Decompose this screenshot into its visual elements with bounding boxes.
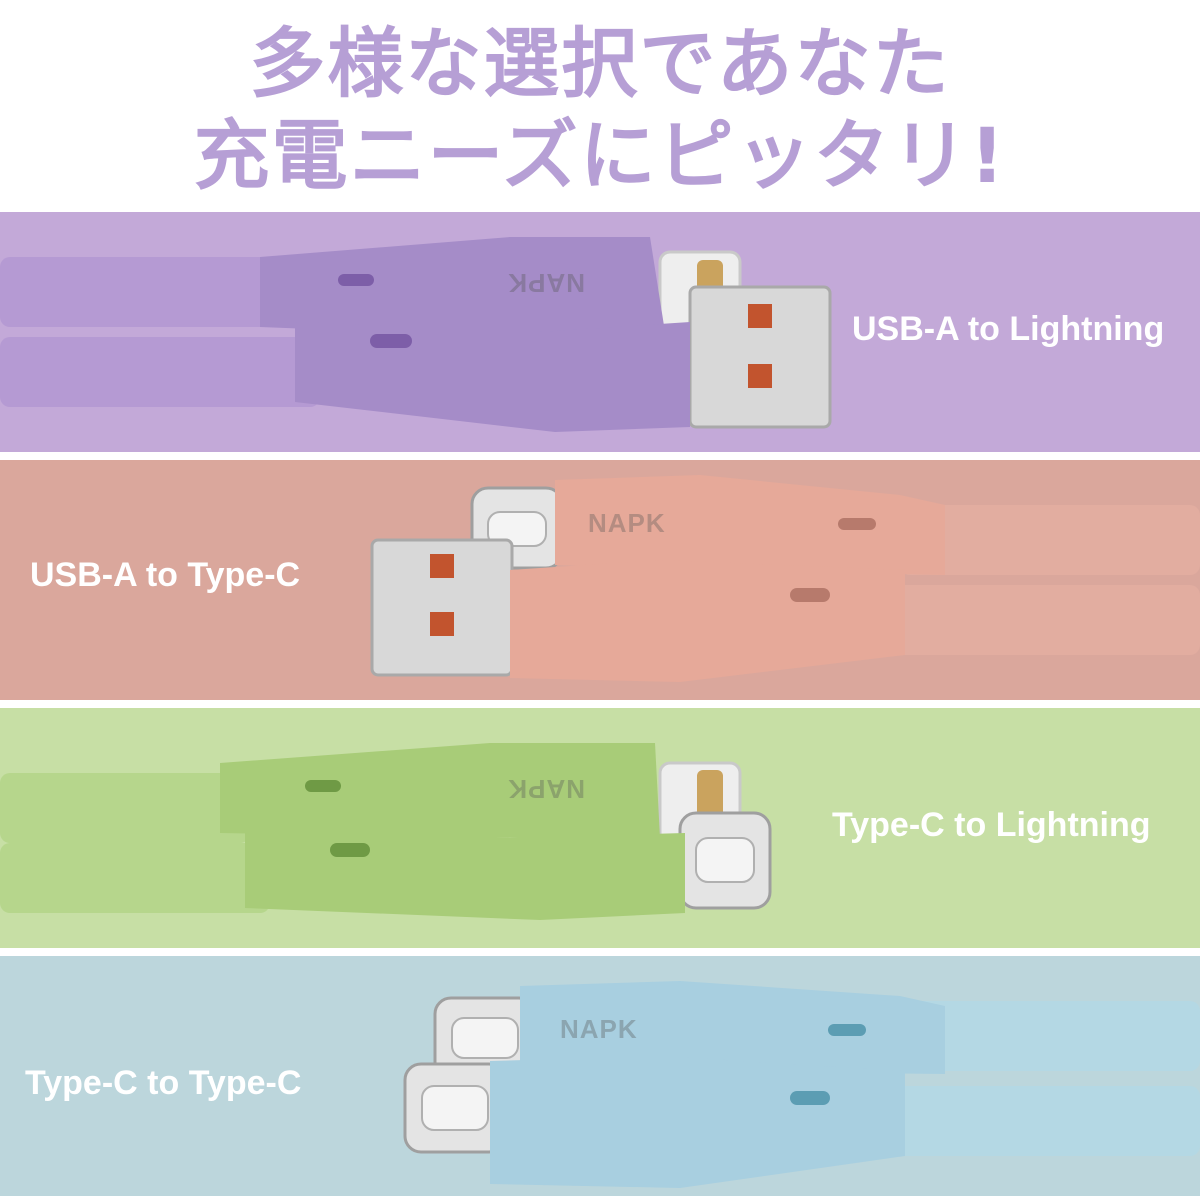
- usb-a-plug-icon: [688, 285, 832, 429]
- usb-a-plug-icon: [370, 538, 514, 677]
- type-c-plug-icon: [678, 811, 772, 910]
- headline: 多様な選択であなた 充電ニーズにピッタリ!: [0, 0, 1200, 210]
- band-label: Type-C to Lightning: [832, 806, 1151, 844]
- band-type-c-to-lightning: NAPK Type-C to Lightning: [0, 708, 1200, 948]
- band-label: USB-A to Type-C: [30, 556, 301, 594]
- cable-illustration-type-c-type-c: NAPK: [403, 981, 1200, 1188]
- type-c-plug-icon: [433, 996, 537, 1080]
- brand-logo: NAPK: [507, 268, 585, 298]
- cable-illustration-usb-a-type-c: NAPK: [370, 475, 1200, 682]
- band-usb-a-to-lightning: NAPK USB-A to Lightning: [0, 212, 1200, 452]
- brand-logo: NAPK: [507, 774, 585, 804]
- band-usb-a-to-type-c: NAPK USB-A to Type-C: [0, 460, 1200, 700]
- headline-line-1: 多様な選択であなた: [249, 19, 951, 108]
- band-label: Type-C to Type-C: [25, 1064, 302, 1102]
- band-label: USB-A to Lightning: [852, 310, 1165, 348]
- band-type-c-to-type-c: NAPK Type-C to Type-C: [0, 956, 1200, 1196]
- type-c-plug-icon: [403, 1062, 507, 1154]
- brand-logo: NAPK: [588, 508, 666, 538]
- headline-line-2: 充電ニーズにピッタリ!: [193, 111, 1007, 200]
- cable-illustration-type-c-lightning: NAPK: [0, 743, 772, 920]
- cable-illustration-usb-a-lightning: NAPK: [0, 237, 832, 432]
- brand-logo: NAPK: [560, 1014, 638, 1044]
